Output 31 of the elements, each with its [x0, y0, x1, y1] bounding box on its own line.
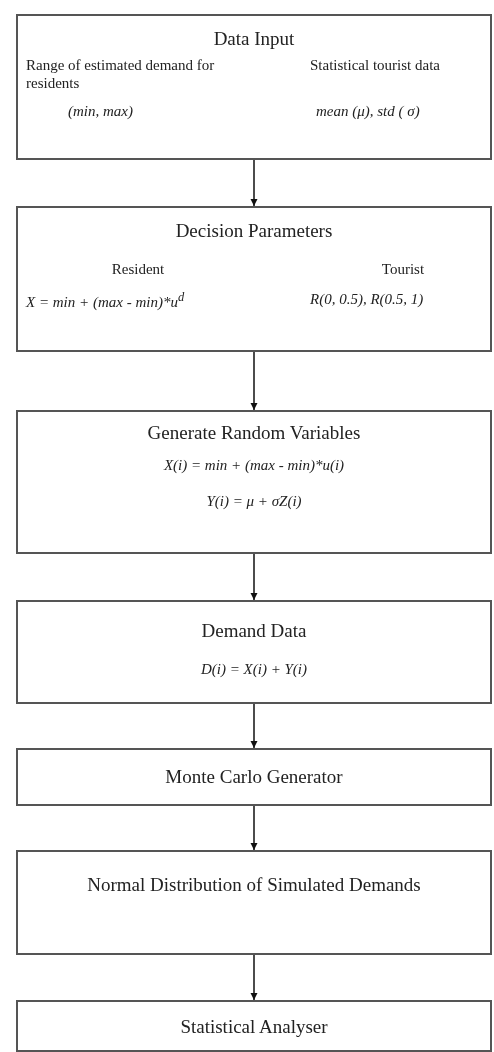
box-text: Range of estimated demand for residents [26, 56, 216, 92]
arrow [250, 954, 258, 1001]
box-heading: Statistical Analyser [179, 1016, 329, 1039]
formula-text: R(0, 0.5), R(0.5, 1) [310, 290, 425, 308]
process-box [16, 14, 492, 160]
process-box [16, 600, 492, 704]
formula-text: D(i) = X(i) + Y(i) [199, 660, 309, 678]
box-text: Tourist [380, 260, 426, 278]
formula-text: X(i) = min + (max - min)*u(i) [162, 456, 346, 474]
arrow [250, 553, 258, 601]
process-box [16, 410, 492, 554]
box-heading: Normal Distribution of Simulated Demands [86, 874, 422, 897]
box-heading: Data Input [212, 28, 296, 51]
box-heading: Monte Carlo Generator [164, 766, 344, 789]
process-box [16, 1000, 492, 1052]
arrow [250, 703, 258, 749]
process-box [16, 850, 492, 955]
process-box [16, 206, 492, 352]
process-box [16, 748, 492, 806]
box-text: Resident [110, 260, 166, 278]
box-text: Statistical tourist data [310, 56, 441, 74]
box-heading: Decision Parameters [174, 220, 334, 243]
arrow [250, 351, 258, 411]
formula-text: mean (μ), std ( σ) [316, 102, 421, 120]
box-heading: Demand Data [200, 620, 308, 643]
formula-text: (min, max) [68, 102, 134, 120]
box-heading: Generate Random Variables [146, 422, 362, 445]
formula-text: X = min + (max - min)*u$^{d}$ [26, 290, 186, 311]
arrow [250, 159, 258, 207]
formula-text: Y(i) = μ + σZ(i) [205, 492, 303, 510]
arrow [250, 805, 258, 851]
